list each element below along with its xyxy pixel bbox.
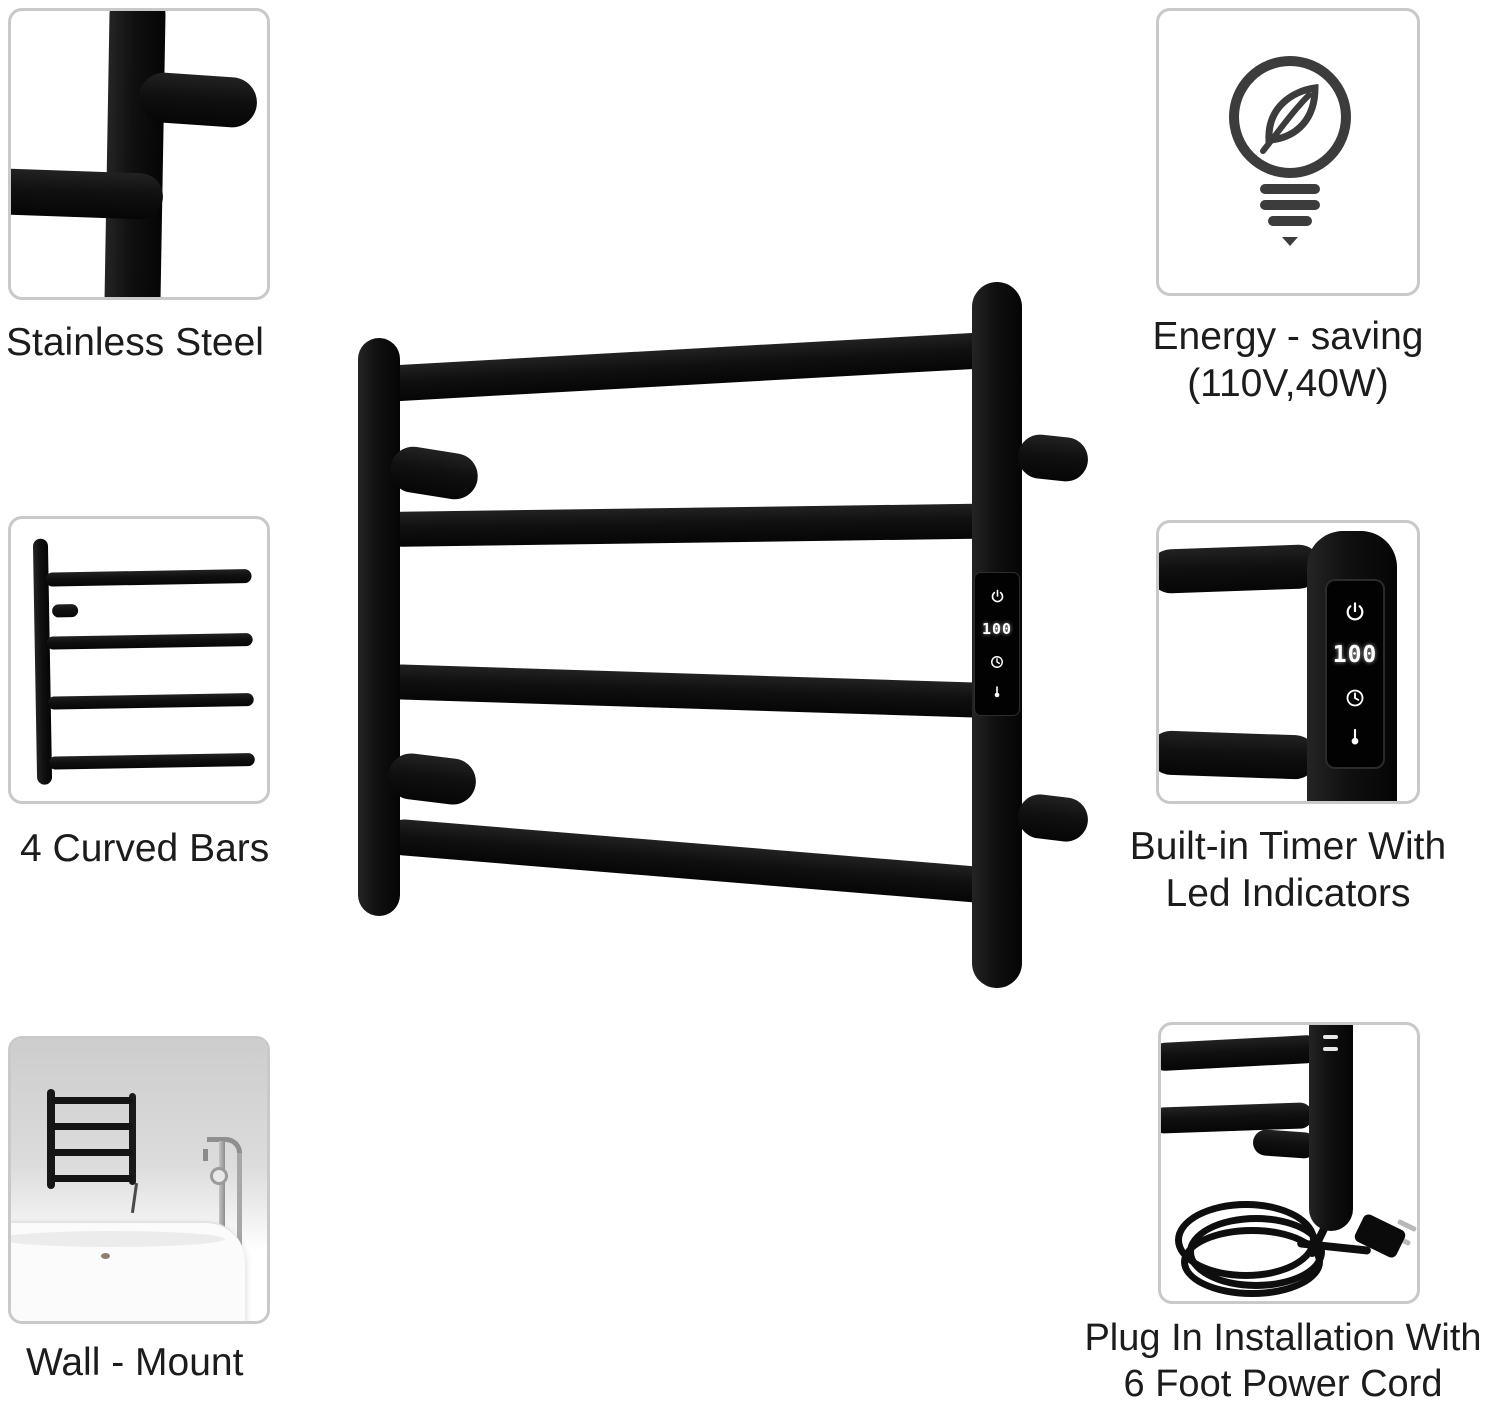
rack-bar-4	[384, 818, 998, 905]
power-icon	[1346, 601, 1364, 620]
rack-bar-3	[383, 664, 993, 719]
heat-icon	[994, 685, 1000, 697]
led-display-value: 100	[981, 620, 1013, 639]
closeup-bottom-bar	[1159, 730, 1318, 780]
mini-led-mark	[1323, 1047, 1338, 1051]
wall-rack-post	[47, 1089, 55, 1189]
feature-box-timer: 100	[1156, 520, 1420, 804]
feature-label-curved-bars: 4 Curved Bars	[20, 827, 270, 870]
rack-curved-stub	[386, 443, 482, 503]
feature-box-energy-saving	[1156, 8, 1420, 296]
power-icon	[991, 589, 1003, 603]
plug-label-line2: 6 Foot Power Cord	[1123, 1362, 1443, 1405]
wall-rack-bar	[51, 1175, 133, 1182]
plug-label-line1: Plug In Installation With	[1084, 1317, 1482, 1359]
wall-rack-post	[129, 1093, 136, 1185]
bathtub-overflow-hole	[101, 1253, 110, 1259]
feature-label-timer: Built-in Timer With Led Indicators	[1098, 824, 1478, 918]
bathtub-rim	[11, 1231, 225, 1247]
feature-label-plug: Plug In Installation With 6 Foot Power C…	[1048, 1316, 1500, 1407]
rack-bar	[1161, 1034, 1322, 1072]
feature-box-curved-bars	[8, 516, 270, 804]
faucet-tip	[203, 1149, 208, 1161]
energy-label-line2: (110V,40W)	[1187, 361, 1389, 405]
closeup-cross-bar	[11, 167, 164, 221]
clock-icon	[991, 655, 1003, 668]
towel-warmer-main-image: 100	[340, 262, 1130, 1007]
feature-box-wall-mount	[8, 1036, 270, 1324]
rack-post-bottom	[1309, 1025, 1353, 1231]
closeup-stub-bar	[137, 70, 259, 130]
wall-rack-bar	[51, 1097, 133, 1104]
wall-rack-bar	[51, 1149, 133, 1156]
wall-mounted-rack	[41, 1089, 145, 1214]
feature-label-wall-mount: Wall - Mount	[26, 1341, 244, 1384]
rack-stub	[1252, 1128, 1318, 1160]
bulb-with-leaf-icon	[1229, 56, 1351, 246]
faucet-handle	[210, 1167, 228, 1185]
rack-curved-stub	[1015, 791, 1091, 845]
feature-label-energy-saving: Energy - saving (110V,40W)	[1118, 314, 1458, 408]
rack-bar	[1161, 1102, 1314, 1134]
energy-label-line1: Energy - saving	[1152, 315, 1424, 358]
mini-led-mark	[1323, 1035, 1338, 1039]
closeup-top-bar	[1159, 544, 1322, 594]
rack-bar-1	[380, 331, 995, 402]
wall-rack-bar	[51, 1123, 133, 1130]
power-cord-coil	[1181, 1227, 1323, 1297]
rack-curved-stub	[1015, 432, 1091, 484]
feature-label-stainless-steel: Stainless Steel	[6, 321, 264, 364]
mini-rack-bar	[46, 633, 253, 650]
timer-label-line1: Built-in Timer With	[1129, 825, 1447, 868]
feature-box-plug	[1158, 1022, 1420, 1304]
clock-icon	[1346, 689, 1364, 707]
closeup-post	[104, 11, 166, 297]
mini-rack-bar	[45, 569, 252, 587]
led-display-value: 100	[1332, 642, 1378, 669]
faucet-pipe	[237, 1153, 242, 1249]
faucet-spout	[207, 1137, 242, 1162]
rack-left-post	[358, 338, 400, 916]
heat-icon	[1351, 729, 1359, 745]
control-panel: 100	[974, 572, 1020, 716]
feature-box-stainless-steel	[8, 8, 270, 300]
faucet-pipe	[219, 1141, 225, 1249]
rack-bar-2	[383, 503, 993, 547]
timer-label-line2: Led Indicators	[1165, 871, 1411, 915]
mini-rack-bar	[48, 752, 255, 770]
control-panel-closeup: 100	[1325, 579, 1385, 769]
mini-rack-thumbnail	[11, 519, 267, 801]
mini-rack-stub	[52, 604, 79, 618]
bathtub	[11, 1221, 245, 1321]
mini-rack-bar	[47, 693, 254, 710]
